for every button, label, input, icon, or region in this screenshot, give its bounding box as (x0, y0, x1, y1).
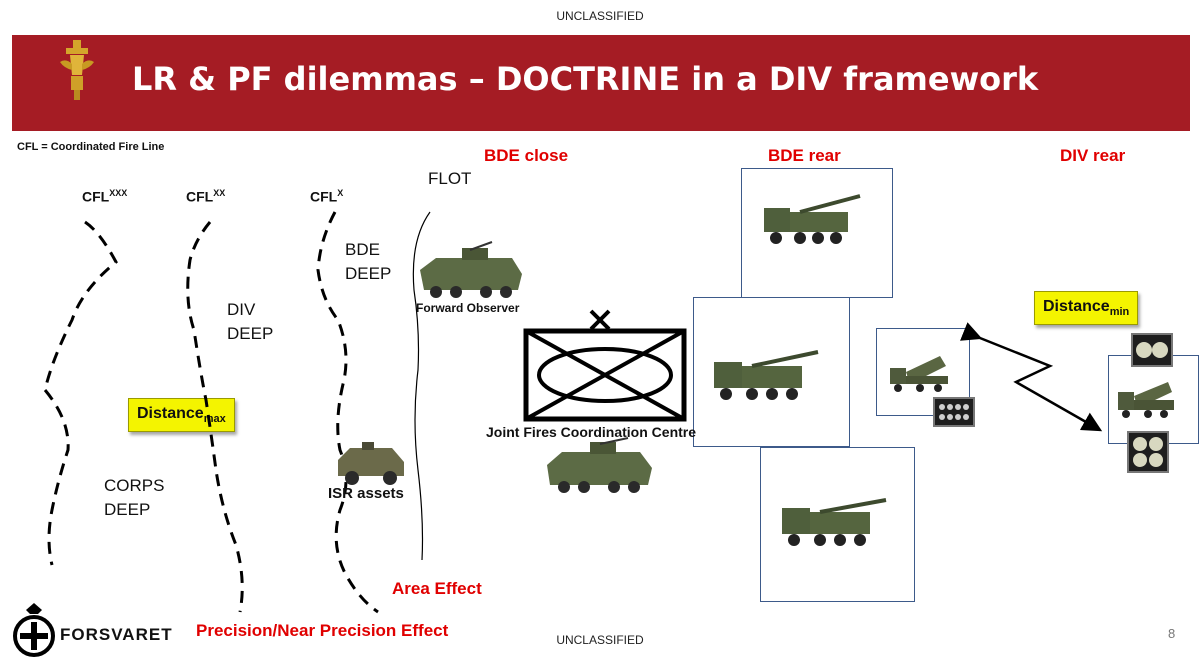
forsvaret-logo-icon (13, 603, 55, 657)
classification-top: UNCLASSIFIED (556, 9, 644, 23)
howitzer-truck-bottom-icon (782, 498, 887, 546)
corps-deep-label: CORPS DEEP (104, 474, 164, 522)
distance-min-sub: min (1109, 306, 1130, 319)
distance-max-base: Distance (137, 405, 204, 422)
cfl-div-sup: XX (213, 188, 226, 198)
page-title: LR & PF dilemmas – DOCTRINE in a DIV fra… (132, 60, 1039, 98)
cfl-div-base: CFL (186, 188, 214, 205)
forward-observer-vehicle-icon (420, 241, 522, 298)
distance-min-arrow (960, 322, 1103, 432)
jfcc-label: Joint Fires Coordination Centre (486, 424, 697, 440)
flot-label: FLOT (428, 169, 472, 188)
isr-assets-label: ISR assets (328, 485, 404, 502)
cfl-bde-line (316, 211, 379, 614)
missile-pod-bottom-icon (1127, 431, 1169, 473)
distance-min-badge: Distancemin (1034, 291, 1139, 326)
forsvaret-brand-text: FORSVARET (60, 625, 173, 644)
cfl-div-line (186, 221, 244, 613)
div-deep-line1: DIV (227, 300, 256, 319)
bde-deep-label: BDE DEEP (345, 238, 391, 286)
div-rear-label: DIV rear (1060, 146, 1126, 165)
title-banner (12, 35, 1190, 131)
jfcc-symbol-icon (523, 309, 687, 422)
howitzer-truck-top-icon (764, 194, 861, 244)
distance-min-base: Distance (1043, 298, 1110, 315)
cfl-div-label: CFLXX (186, 188, 225, 205)
cfl-legend-note: CFL = Coordinated Fire Line (17, 141, 165, 153)
bde-rear-label: BDE rear (768, 146, 841, 165)
rocket-launcher-right-icon (1118, 382, 1174, 418)
cfl-corps-base: CFL (82, 188, 110, 205)
bde-deep-line1: BDE (345, 240, 380, 259)
cfl-corps-sup: XXX (109, 188, 128, 198)
missile-pod-top-icon (1131, 333, 1173, 367)
corps-deep-line2: DEEP (104, 500, 151, 519)
cfl-corps-line (43, 220, 118, 566)
jfcc-vehicle-icon (547, 437, 652, 493)
bde-close-label: BDE close (484, 146, 569, 165)
div-deep-line2: DEEP (227, 324, 274, 343)
isr-vehicle-icon (338, 442, 404, 485)
rocket-launcher-left-icon (890, 356, 948, 392)
cfl-bde-label: CFLX (310, 188, 343, 205)
cfl-bde-sup: X (337, 188, 344, 198)
distance-max-badge: Distancemax (128, 398, 235, 433)
div-deep-label: DIV DEEP (227, 298, 273, 346)
bde-deep-line2: DEEP (345, 264, 392, 283)
cfl-bde-base: CFL (310, 188, 338, 205)
forward-observer-label: Forward Observer (416, 301, 520, 315)
classification-bottom: UNCLASSIFIED (556, 633, 644, 647)
precision-effect-label: Precision/Near Precision Effect (196, 621, 449, 640)
cfl-corps-label: CFLXXX (82, 188, 127, 205)
rocket-pod-left-icon (933, 397, 975, 427)
howitzer-truck-middle-icon (714, 350, 819, 400)
page-number: 8 (1168, 626, 1176, 641)
corps-deep-line1: CORPS (104, 476, 165, 495)
flot-line (412, 211, 431, 561)
area-effect-label: Area Effect (392, 579, 482, 598)
